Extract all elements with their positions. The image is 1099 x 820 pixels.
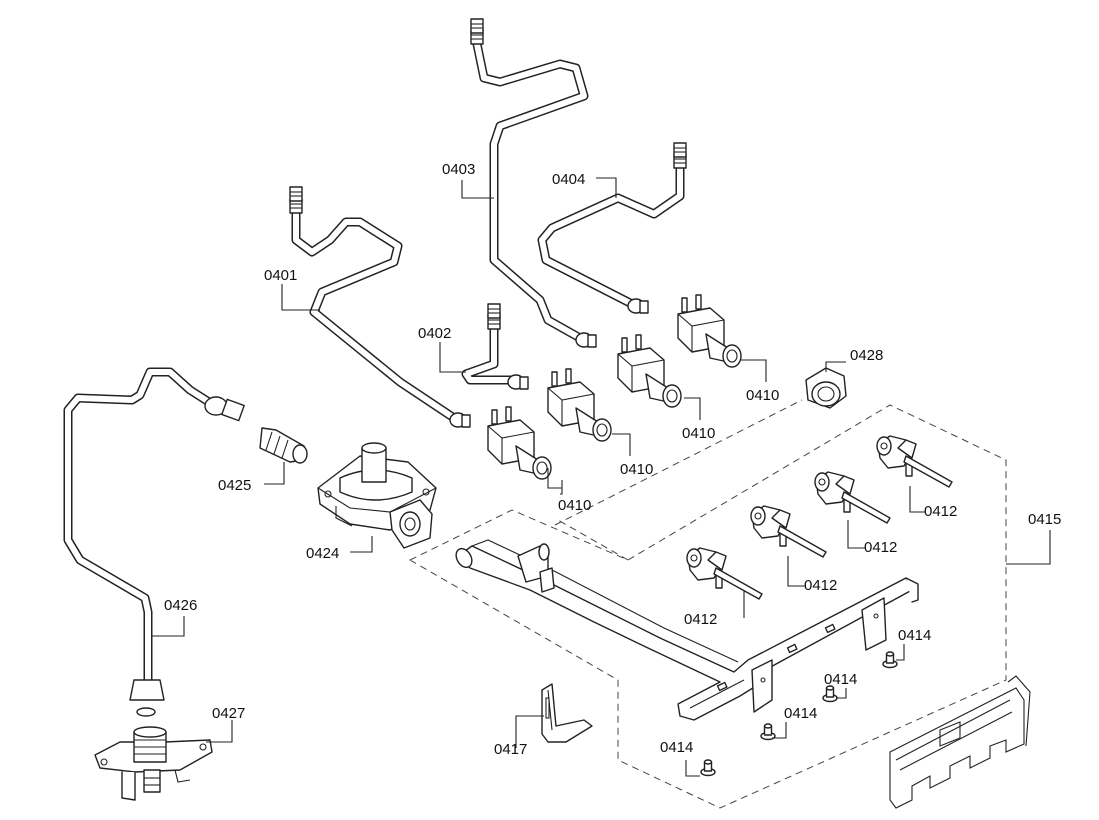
- label-0415: 0415: [1028, 511, 1061, 528]
- valve-0410-b: [547, 368, 612, 442]
- gas-valve-0412-c: [814, 471, 891, 524]
- label-0414-b: 0414: [784, 705, 817, 722]
- nut-0428: [805, 367, 847, 409]
- label-0414-d: 0414: [898, 627, 931, 644]
- gas-valve-0412-b: [750, 505, 827, 558]
- tube-0403: [470, 18, 597, 348]
- part-labels: 0401 0402 0403 0404 0410 0410 0410 0410 …: [164, 161, 1061, 758]
- bracket-0417: [541, 683, 593, 743]
- label-0412-a: 0412: [684, 611, 717, 628]
- valve-0410-a: [487, 406, 552, 480]
- screw-0414-c: [822, 685, 838, 703]
- manifold-pipe: [455, 539, 919, 721]
- label-0410-c: 0410: [682, 425, 715, 442]
- label-0426: 0426: [164, 597, 197, 614]
- tube-0401: [289, 186, 471, 428]
- label-0427: 0427: [212, 705, 245, 722]
- leader-lines: [152, 177, 1051, 777]
- label-0410-b: 0410: [620, 461, 653, 478]
- nipple-0425: [259, 427, 308, 464]
- valve-0410-d: [677, 294, 742, 368]
- assembly-outline-0415: [408, 399, 1007, 809]
- valve-0410-c: [617, 334, 682, 408]
- ghost-bracket: [889, 675, 1031, 809]
- gas-valve-0412-d: [876, 435, 953, 488]
- label-0404: 0404: [552, 171, 585, 188]
- bracket-0427: [94, 726, 213, 801]
- label-0425: 0425: [218, 477, 251, 494]
- label-0417: 0417: [494, 741, 527, 758]
- label-0414-c: 0414: [824, 671, 857, 688]
- label-0412-d: 0412: [924, 503, 957, 520]
- label-0412-c: 0412: [864, 539, 897, 556]
- label-0402: 0402: [418, 325, 451, 342]
- label-0428: 0428: [850, 347, 883, 364]
- label-0403: 0403: [442, 161, 475, 178]
- screw-0414-d: [882, 651, 898, 669]
- label-0401: 0401: [264, 267, 297, 284]
- screw-0414-b: [760, 723, 776, 741]
- label-0414-a: 0414: [660, 739, 693, 756]
- label-0410-d: 0410: [746, 387, 779, 404]
- gas-valve-0412-a: [686, 547, 763, 600]
- screw-0414-a: [700, 759, 716, 777]
- label-0410-a: 0410: [558, 497, 591, 514]
- tube-0426: [63, 367, 245, 717]
- regulator-0424: [317, 442, 437, 549]
- tube-0402: [461, 303, 529, 390]
- label-0412-b: 0412: [804, 577, 837, 594]
- label-0424: 0424: [306, 545, 339, 562]
- tube-0404: [537, 142, 687, 314]
